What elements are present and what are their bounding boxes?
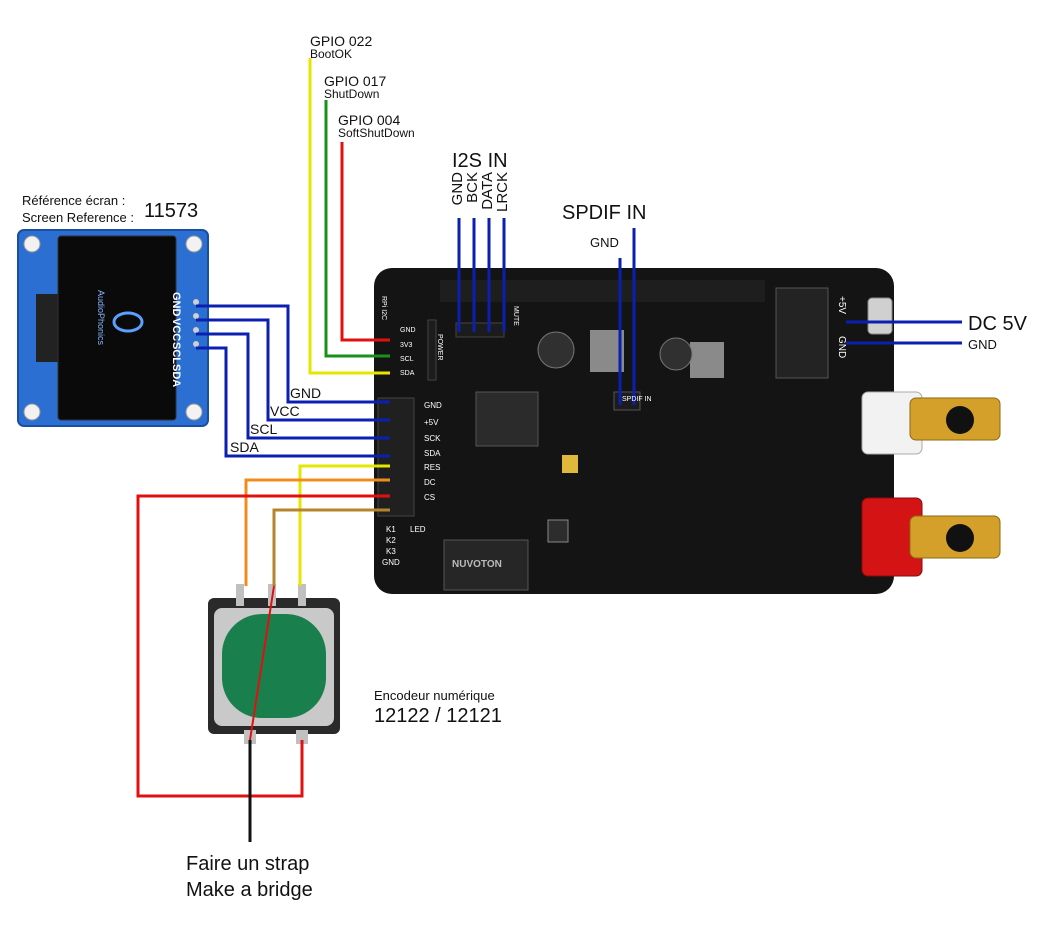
- header-pin-gnd: GND: [424, 401, 442, 410]
- wire-encoder-diagonal-red: [249, 585, 275, 741]
- rotary-encoder: [208, 584, 340, 744]
- spdif-title: SPDIF IN: [562, 202, 647, 224]
- wire-oled-scl: [196, 332, 390, 440]
- power-gnd: GND: [968, 337, 997, 352]
- top-header-sda: SDA: [400, 370, 415, 377]
- spdif-wires: [618, 228, 636, 405]
- bottom-pin-k2: K2: [386, 536, 396, 545]
- board-mute-label: MUTE: [512, 306, 519, 326]
- gpio004-name: SoftShutDown: [338, 126, 415, 140]
- top-header-scl: SCL: [400, 356, 414, 363]
- header-pin-sck: SCK: [424, 434, 441, 443]
- top-header-3v3: 3V3: [400, 342, 413, 349]
- gpio-header: [440, 280, 765, 302]
- bottom-pin-k3: K3: [386, 547, 396, 556]
- header-pin-5v: +5V: [424, 418, 439, 427]
- gpio-wires: [308, 58, 390, 375]
- encoder-ref: 12122 / 12121: [374, 705, 502, 727]
- board-plus5v: +5V: [836, 296, 847, 315]
- strap-fr: Faire un strap: [186, 853, 310, 875]
- screen-ref-fr: Référence écran :: [22, 193, 126, 208]
- wire-gpio004: [340, 142, 390, 342]
- board-led-label: LED: [410, 525, 426, 534]
- encoder-wires: [136, 464, 390, 842]
- bottom-pin-gnd: GND: [382, 558, 400, 567]
- i2s-pin-lrck: LRCK: [494, 172, 511, 213]
- rca-jack-white: [861, 391, 1001, 455]
- oled-pin-scl: SCL: [170, 342, 182, 364]
- wire-oled-sda: [196, 346, 390, 458]
- header-pin-res: RES: [424, 463, 441, 472]
- wire-encoder-yellow: [298, 464, 390, 586]
- rca-jack-red: [861, 497, 1001, 577]
- wire-encoder-brown: [272, 508, 390, 586]
- bottom-pin-k1: K1: [386, 525, 396, 534]
- gpio017-name: ShutDown: [324, 87, 380, 101]
- i2s-pin-data: DATA: [479, 172, 496, 210]
- oled-pin-sda: SDA: [170, 364, 182, 388]
- gpio022-name: BootOK: [310, 47, 353, 61]
- power-wires: [846, 320, 962, 345]
- i2s-title: I2S IN: [452, 150, 508, 172]
- oled-screen-module: [17, 229, 209, 427]
- screen-ref-number: 11573: [144, 200, 199, 222]
- header-pin-sda: SDA: [424, 449, 441, 458]
- i2s-wires: [457, 218, 506, 332]
- spdif-gnd: GND: [590, 235, 619, 250]
- board-spdif-in-label: SPDIF IN: [622, 396, 652, 403]
- wire-label-vcc: VCC: [270, 403, 300, 419]
- gpio017-id: GPIO 017: [324, 73, 387, 89]
- gpio004-id: GPIO 004: [338, 112, 401, 128]
- wire-label-scl: SCL: [250, 421, 278, 437]
- i2s-pin-bck: BCK: [464, 172, 481, 203]
- strap-en: Make a bridge: [186, 879, 313, 901]
- wire-label-gnd: GND: [290, 385, 322, 401]
- micro-usb-connector: [867, 297, 893, 335]
- oled-brand: AudioPhonics: [96, 290, 106, 346]
- board-chip-brand: NUVOTON: [452, 559, 502, 570]
- wire-gpio017: [324, 100, 390, 358]
- wire-gpio022: [308, 58, 390, 375]
- board-gnd-power: GND: [836, 336, 847, 359]
- encoder-label: Encodeur numérique: [374, 688, 495, 703]
- top-header-gnd: GND: [400, 327, 416, 334]
- header-pin-dc: DC: [424, 478, 436, 487]
- wire-encoder-red: [136, 494, 390, 798]
- dac-board: [374, 268, 894, 594]
- wire-encoder-orange: [244, 478, 390, 586]
- i2s-pin-gnd: GND: [449, 172, 466, 206]
- board-power-label: POWER: [436, 334, 443, 361]
- wire-oled-gnd: [196, 304, 390, 404]
- oled-pin-gnd: GND: [170, 292, 182, 317]
- oled-pin-vcc: VCC: [170, 318, 182, 342]
- power-dc5v: DC 5V: [968, 313, 1027, 335]
- wire-oled-vcc: [196, 318, 390, 422]
- header-pin-cs: CS: [424, 493, 436, 502]
- gpio022-id: GPIO 022: [310, 33, 373, 49]
- board-rpi-label: RPi I2C: [380, 296, 387, 321]
- oled-wires: [196, 304, 390, 458]
- wire-label-sda: SDA: [230, 439, 259, 455]
- screen-ref-en: Screen Reference :: [22, 210, 135, 225]
